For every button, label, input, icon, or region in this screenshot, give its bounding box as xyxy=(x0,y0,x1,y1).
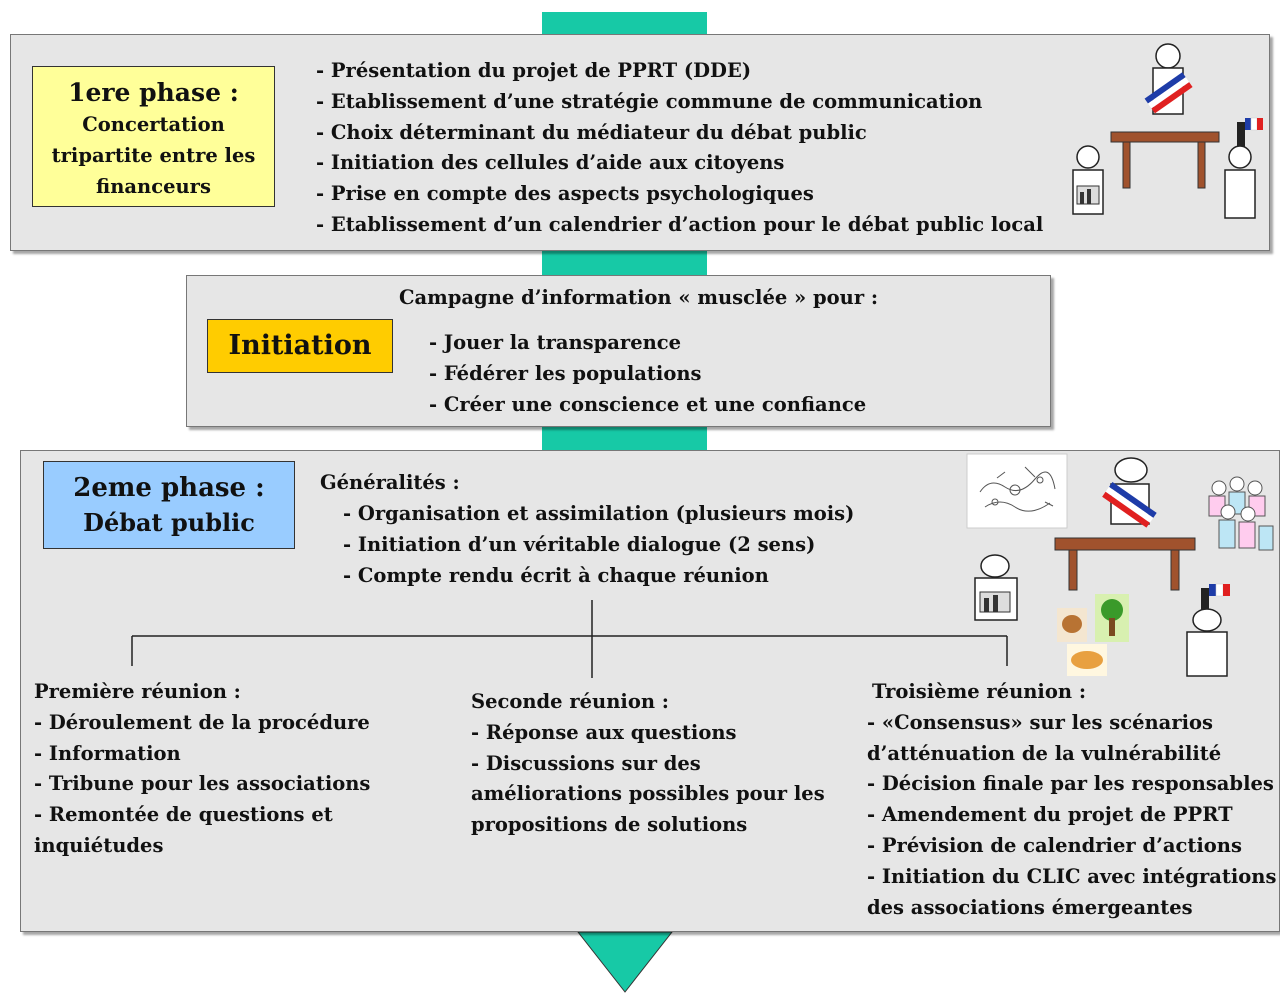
list-item: - Prévision de calendrier d’actions xyxy=(867,833,1242,857)
list-item: - Fédérer les populations xyxy=(429,361,702,385)
list-item: - «Consensus» sur les scénarios d’atténu… xyxy=(867,710,1222,765)
meeting-heading: Troisième réunion : xyxy=(872,680,1087,703)
industry-representative-icon xyxy=(974,554,1018,621)
list-item: - Remontée de questions et inquiétudes xyxy=(34,803,333,857)
list-item: - Discussions sur des améliorations poss… xyxy=(471,751,825,837)
mayor-icon xyxy=(1102,457,1157,528)
initiation-heading: Campagne d’information « musclée » pour … xyxy=(399,286,879,309)
phase1-subtitle: Concertation tripartite entre les financ… xyxy=(51,113,256,198)
list-item: - Organisation et assimilation (plusieur… xyxy=(343,502,855,525)
meeting-1: Première réunion : - Déroulement de la p… xyxy=(34,677,464,862)
list-item: - Créer une conscience et une confiance xyxy=(429,392,867,416)
table-icon xyxy=(1110,131,1220,189)
list-item: - Choix déterminant du médiateur du déba… xyxy=(316,120,867,144)
generalites-heading: Généralités : xyxy=(320,471,460,494)
phase2-title-box: 2eme phase : Débat public xyxy=(43,461,295,549)
table-icon xyxy=(1054,537,1196,591)
list-item: - Jouer la transparence xyxy=(429,331,682,354)
list-item: - Initiation du CLIC avec intégrations d… xyxy=(867,864,1277,919)
generalites-list: - Organisation et assimilation (plusieur… xyxy=(343,499,854,591)
nature-images-icon xyxy=(1057,594,1129,676)
initiation-list: - Jouer la transparence - Fédérer les po… xyxy=(429,328,866,420)
initiation-title-box: Initiation xyxy=(207,319,393,373)
citizens-group-icon xyxy=(1208,476,1274,551)
list-item: - Présentation du projet de PPRT (DDE) xyxy=(316,59,752,82)
list-item: - Décision finale par les responsables xyxy=(867,772,1274,796)
mayor-icon xyxy=(1144,43,1193,115)
phase2-title: 2eme phase : xyxy=(73,473,265,503)
list-item: - Initiation des cellules d’aide aux cit… xyxy=(316,151,785,175)
public-debate-illustration xyxy=(966,453,1274,677)
list-item: - Réponse aux questions xyxy=(471,720,737,744)
meeting-2: Seconde réunion : - Réponse aux question… xyxy=(471,687,856,841)
phase1-list: - Présentation du projet de PPRT (DDE) -… xyxy=(316,56,1043,241)
list-item: - Information xyxy=(34,741,181,765)
industry-representative-icon xyxy=(1072,145,1104,215)
list-item: - Etablissement d’une stratégie commune … xyxy=(316,89,983,113)
arrow-down-icon xyxy=(576,931,674,993)
meeting-heading: Première réunion : xyxy=(34,680,241,703)
connector-1-2 xyxy=(542,250,707,276)
list-item: - Amendement du projet de PPRT xyxy=(867,803,1233,827)
meeting-3: Troisième réunion : - «Consensus» sur le… xyxy=(867,677,1277,923)
list-item: - Tribune pour les associations xyxy=(34,772,371,796)
connector-2-3 xyxy=(542,425,707,451)
list-item: - Prise en compte des aspects psychologi… xyxy=(316,182,814,206)
state-representative-icon xyxy=(1224,117,1263,219)
phase1-title: 1ere phase : xyxy=(68,78,239,107)
state-representative-icon xyxy=(1186,583,1230,677)
phase2-subtitle: Débat public xyxy=(83,508,255,537)
tripartite-meeting-illustration xyxy=(1072,43,1263,219)
initiation-title: Initiation xyxy=(228,330,372,361)
phase1-title-box: 1ere phase : Concertation tripartite ent… xyxy=(32,66,275,207)
crowd-sketch-icon xyxy=(966,453,1068,529)
connector-top xyxy=(542,12,707,36)
list-item: - Compte rendu écrit à chaque réunion xyxy=(343,563,769,587)
list-item: - Initiation d’un véritable dialogue (2 … xyxy=(343,532,816,556)
list-item: - Déroulement de la procédure xyxy=(34,710,370,734)
meeting-branch-lines xyxy=(131,600,1008,678)
list-item: - Etablissement d’un calendrier d’action… xyxy=(316,212,1044,236)
meeting-heading: Seconde réunion : xyxy=(471,690,669,713)
